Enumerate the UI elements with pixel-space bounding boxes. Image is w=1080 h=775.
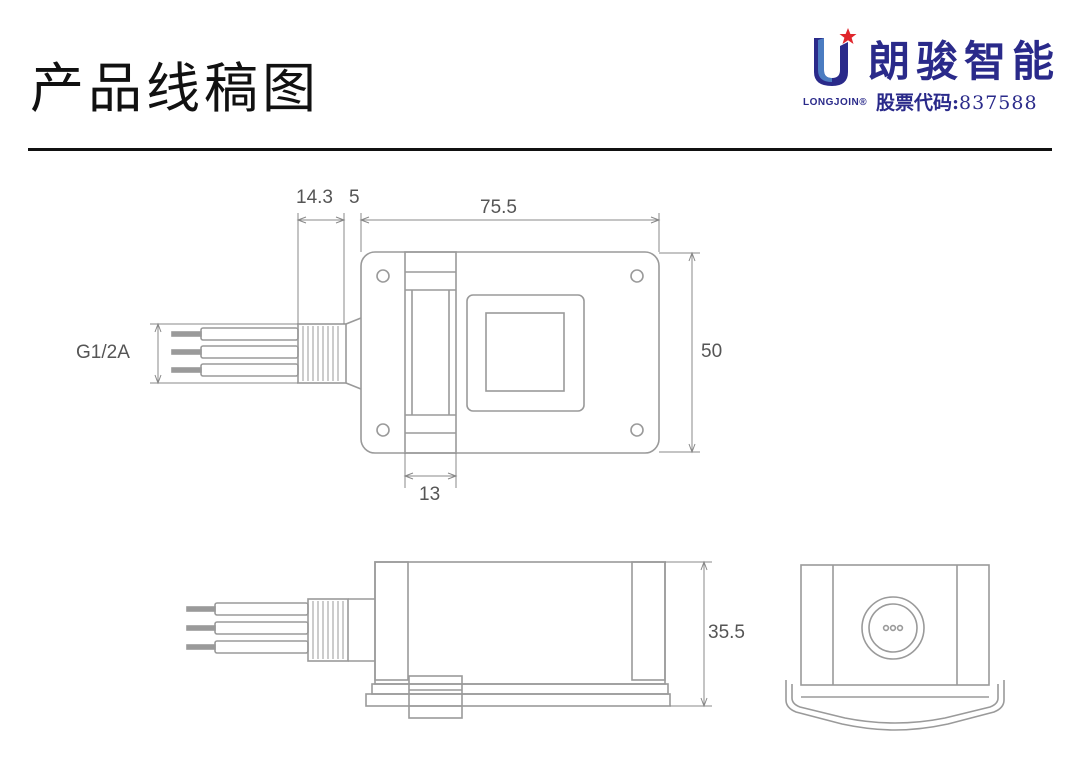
dim-thread-size: G1/2A — [76, 342, 130, 363]
dim-body-width: 50 — [701, 341, 723, 362]
front-view-base — [371, 683, 669, 695]
mounting-hole-icon — [376, 269, 390, 283]
dim-body-height: 35.5 — [708, 622, 745, 643]
brand-english-name: LONGJOIN® — [803, 97, 868, 108]
mounting-hole-icon — [630, 269, 644, 283]
side-view-body — [800, 564, 990, 686]
stock-label: 股票代码: — [876, 92, 960, 114]
stock-code: 837588 — [959, 92, 1038, 114]
dim-nut-width: 5 — [349, 187, 360, 208]
stock-code-line: 股票代码:837588 — [876, 88, 1038, 115]
top-view-body — [360, 251, 660, 454]
front-view-body — [374, 561, 666, 685]
connector-socket-icon — [861, 596, 925, 660]
page-title: 产品线稿图 — [30, 57, 320, 120]
dim-body-length: 75.5 — [480, 197, 517, 218]
cable-wires — [171, 327, 299, 377]
top-view-clip — [404, 251, 457, 454]
mounting-hole-icon — [630, 423, 644, 437]
dim-thread-length: 14.3 — [296, 187, 333, 208]
front-view-clip — [408, 675, 463, 719]
mounting-hole-icon — [376, 423, 390, 437]
side-view — [785, 564, 1005, 731]
front-view — [186, 560, 712, 719]
longjoin-logo-icon — [814, 28, 857, 86]
display-screen — [485, 312, 565, 392]
threaded-fitting — [297, 323, 347, 384]
header-divider — [28, 148, 1052, 151]
display-window — [466, 294, 585, 412]
top-view — [150, 213, 700, 488]
dim-clip-width: 13 — [419, 484, 441, 505]
side-view-bracket — [785, 680, 1005, 731]
cable-wires — [186, 602, 309, 654]
brand-name: 朗骏智能 — [868, 37, 1061, 86]
